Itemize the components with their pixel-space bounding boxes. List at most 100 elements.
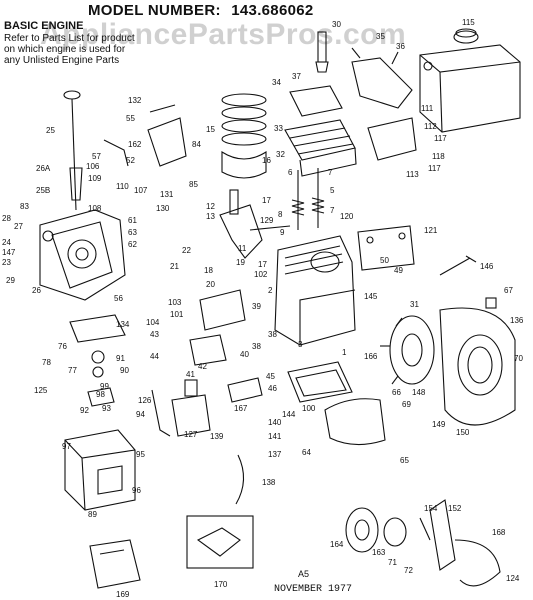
callout-110: 110: [116, 182, 129, 191]
owner-manual: [89, 539, 141, 589]
note-line-2: on which engine is used for: [4, 44, 126, 55]
callout-25: 25: [46, 126, 55, 135]
callout-94: 94: [136, 410, 145, 419]
callout-17: 17: [262, 196, 271, 205]
callout-29: 29: [6, 276, 15, 285]
callout-26: 26: [32, 286, 41, 295]
callout-127: 127: [184, 430, 198, 439]
callout-69: 69: [402, 400, 411, 409]
callout-13: 13: [206, 212, 215, 221]
callout-28: 28: [2, 214, 11, 223]
callout-67: 67: [504, 286, 513, 295]
callout-148: 148: [412, 388, 426, 397]
gasket-set-box: [186, 515, 254, 569]
callout-146: 146: [480, 262, 494, 271]
callout-152: 152: [448, 504, 462, 513]
flywheel: [380, 315, 435, 385]
callout-140: 140: [268, 418, 282, 427]
callout-24: 24: [2, 238, 11, 247]
callout-65: 65: [400, 456, 409, 465]
callout-108: 108: [88, 204, 102, 213]
callout-92: 92: [80, 406, 89, 415]
callout-107: 107: [134, 186, 148, 195]
callout-93: 93: [102, 404, 111, 413]
callout-21: 21: [170, 262, 179, 271]
callout-121: 121: [424, 226, 438, 235]
callout-131: 131: [160, 190, 174, 199]
callout-5: 5: [330, 186, 335, 195]
callout-113: 113: [406, 170, 419, 179]
dipstick: [63, 90, 83, 211]
tank-bracket: [351, 47, 417, 161]
callout-111: 111: [421, 104, 434, 113]
callout-45: 45: [266, 372, 275, 381]
fuel-tank: [419, 28, 521, 133]
callout-100: 100: [302, 404, 316, 413]
callout-170: 170: [214, 580, 228, 589]
callout-17b: 17: [258, 260, 267, 269]
watermark: AppliancePartsPros.com: [40, 18, 407, 51]
callout-30: 30: [332, 20, 341, 29]
callout-44: 44: [150, 352, 159, 361]
choke-rod: [103, 139, 129, 167]
model-prefix: MODEL NUMBER:: [88, 2, 221, 19]
callout-39: 39: [252, 302, 261, 311]
callout-83: 83: [20, 202, 29, 211]
callout-3: 3: [298, 340, 303, 349]
callout-12: 12: [206, 202, 215, 211]
gasket: [357, 225, 415, 271]
callout-168: 168: [492, 528, 506, 537]
callout-147: 147: [2, 248, 16, 257]
crankcase-cover: [39, 209, 126, 301]
callout-56: 56: [114, 294, 123, 303]
engine-block: [274, 235, 356, 346]
crankshaft: [219, 189, 291, 259]
callout-16: 16: [262, 156, 271, 165]
callout-164: 164: [330, 540, 344, 549]
callout-38b: 38: [252, 342, 261, 351]
callout-166: 166: [364, 352, 378, 361]
callout-120: 120: [340, 212, 354, 221]
callout-91: 91: [116, 354, 125, 363]
cylinder-head: [284, 119, 357, 177]
callout-52: 52: [126, 156, 135, 165]
callout-22: 22: [182, 246, 191, 255]
callout-145: 145: [364, 292, 378, 301]
callout-99: 99: [100, 382, 109, 391]
callout-38a: 38: [268, 330, 277, 339]
callout-23: 23: [2, 258, 11, 267]
callout-149: 149: [432, 420, 446, 429]
callout-132: 132: [128, 96, 142, 105]
callout-7b: 7: [330, 206, 335, 215]
callout-89: 89: [88, 510, 97, 519]
callout-144: 144: [282, 410, 296, 419]
valves: [291, 168, 325, 230]
callout-19: 19: [236, 258, 245, 267]
callout-25b: 25B: [36, 186, 51, 195]
callout-55: 55: [126, 114, 135, 123]
callout-40: 40: [240, 350, 249, 359]
callout-62: 62: [128, 240, 137, 249]
callout-154: 154: [424, 504, 438, 513]
callout-27: 27: [14, 222, 23, 231]
callout-9: 9: [280, 228, 285, 237]
diagram-date: NOVEMBER 1977: [274, 584, 353, 595]
callout-96: 96: [132, 486, 141, 495]
callout-72: 72: [404, 566, 413, 575]
callout-84: 84: [192, 140, 201, 149]
callout-162: 162: [128, 140, 142, 149]
callout-35: 35: [376, 32, 385, 41]
callout-61: 61: [128, 216, 137, 225]
callout-26a: 26A: [36, 164, 51, 173]
callout-18: 18: [204, 266, 213, 275]
carburetor: [171, 289, 263, 437]
callout-77: 77: [68, 366, 77, 375]
callout-129: 129: [260, 216, 274, 225]
callout-137: 137: [268, 450, 282, 459]
callout-138: 138: [262, 478, 276, 487]
callout-36: 36: [396, 42, 405, 51]
callout-41: 41: [186, 370, 195, 379]
callout-33: 33: [274, 124, 283, 133]
section-title: BASIC ENGINE: [4, 20, 84, 32]
